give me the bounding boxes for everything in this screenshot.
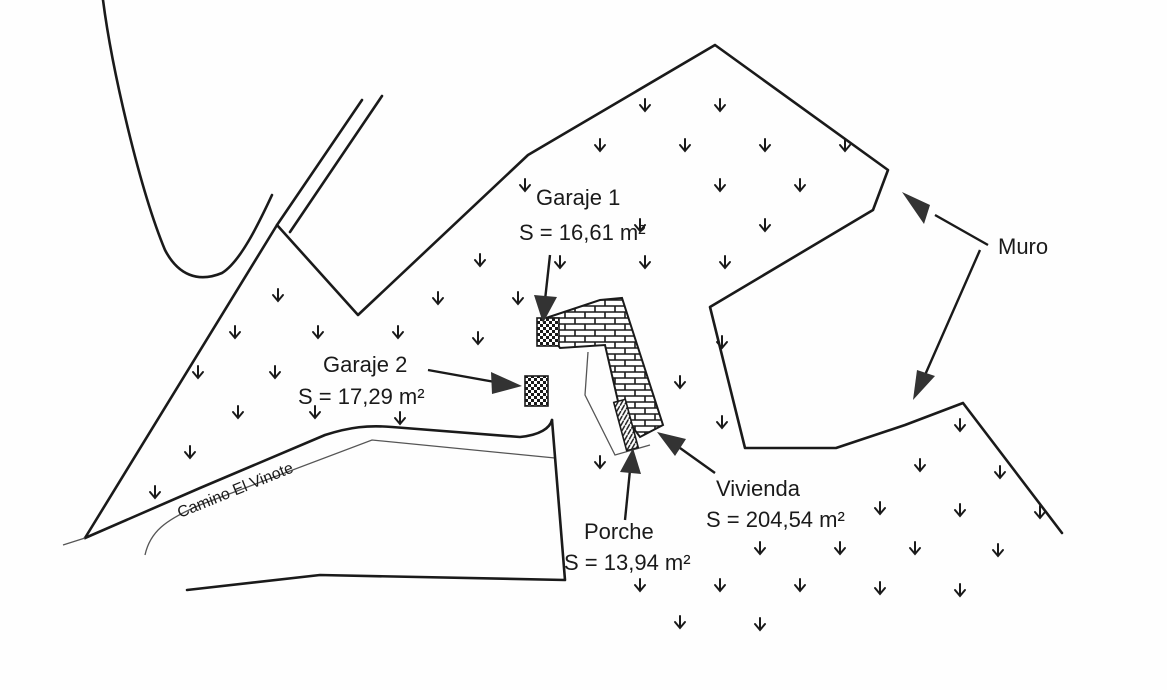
curved-road-edge: [101, 0, 274, 279]
vegetation-mark: [392, 325, 404, 340]
vivienda-arrow: [657, 432, 716, 474]
vegetation-mark: [272, 288, 284, 303]
vegetation-mark: [269, 365, 281, 380]
vegetation-mark: [679, 138, 691, 153]
lower-parcel-boundary: [185, 418, 567, 592]
vegetation-mark: [229, 325, 241, 340]
vegetation-mark: [759, 138, 771, 153]
muro-arrows: [902, 192, 989, 400]
vegetation-mark: [714, 578, 726, 593]
vegetation-mark: [639, 255, 651, 270]
vegetation-mark: [754, 617, 766, 632]
vegetation-mark: [594, 455, 606, 470]
muro-label: Muro: [998, 234, 1048, 259]
garaje1-area: S = 16,61 m²: [519, 220, 646, 245]
porche-arrow: [620, 448, 641, 521]
vegetation-mark: [716, 335, 728, 350]
garaje2-arrow: [427, 368, 522, 394]
vegetation-mark: [714, 98, 726, 113]
vegetation-mark: [954, 583, 966, 598]
garaje2-name: Garaje 2: [323, 352, 407, 377]
vegetation-mark: [914, 458, 926, 473]
vegetation-mark: [674, 375, 686, 390]
vegetation-mark: [184, 445, 196, 460]
vegetation-mark: [874, 581, 886, 596]
vegetation-mark: [794, 578, 806, 593]
road-lower-edge: [144, 439, 556, 556]
vegetation-mark: [994, 465, 1006, 480]
porche-name: Porche: [584, 519, 654, 544]
road-upper-boundary: [83, 418, 554, 540]
vegetation-mark: [474, 253, 486, 268]
vegetation-mark: [634, 218, 646, 233]
access-road-left-edge: [275, 98, 364, 227]
garaje2-area: S = 17,29 m²: [298, 384, 425, 409]
vegetation-mark: [719, 255, 731, 270]
vegetation-marks: [149, 98, 1046, 632]
vegetation-mark: [512, 291, 524, 306]
vivienda-area: S = 204,54 m²: [706, 507, 845, 532]
vegetation-mark: [909, 541, 921, 556]
vegetation-mark: [759, 218, 771, 233]
garaje1-arrow: [534, 254, 557, 323]
vegetation-mark: [716, 415, 728, 430]
vegetation-mark: [432, 291, 444, 306]
vegetation-mark: [834, 541, 846, 556]
vegetation-mark: [714, 178, 726, 193]
vegetation-mark: [519, 178, 531, 193]
vegetation-mark: [149, 485, 161, 500]
vegetation-mark: [992, 543, 1004, 558]
vivienda-building: [538, 296, 665, 439]
vegetation-mark: [874, 501, 886, 516]
vegetation-mark: [634, 578, 646, 593]
vegetation-mark: [639, 98, 651, 113]
vegetation-mark: [1034, 505, 1046, 520]
vegetation-mark: [472, 331, 484, 346]
vegetation-mark: [594, 138, 606, 153]
vegetation-mark: [794, 178, 806, 193]
vegetation-mark: [309, 405, 321, 420]
garaje1-name: Garaje 1: [536, 185, 620, 210]
vegetation-mark: [394, 411, 406, 426]
vivienda-name: Vivienda: [716, 476, 801, 501]
parcel-boundary: [83, 43, 1064, 540]
vegetation-mark: [232, 405, 244, 420]
vegetation-mark: [554, 255, 566, 270]
vegetation-mark: [839, 138, 851, 153]
vegetation-mark: [954, 418, 966, 433]
access-road-right-edge: [288, 94, 384, 234]
vegetation-mark: [192, 365, 204, 380]
vegetation-mark: [954, 503, 966, 518]
garaje2-building: [524, 375, 549, 407]
vegetation-mark: [312, 325, 324, 340]
entry-border: [62, 537, 86, 546]
garaje1-building: [536, 317, 560, 347]
porche-area: S = 13,94 m²: [564, 550, 691, 575]
vegetation-mark: [754, 541, 766, 556]
vegetation-mark: [674, 615, 686, 630]
